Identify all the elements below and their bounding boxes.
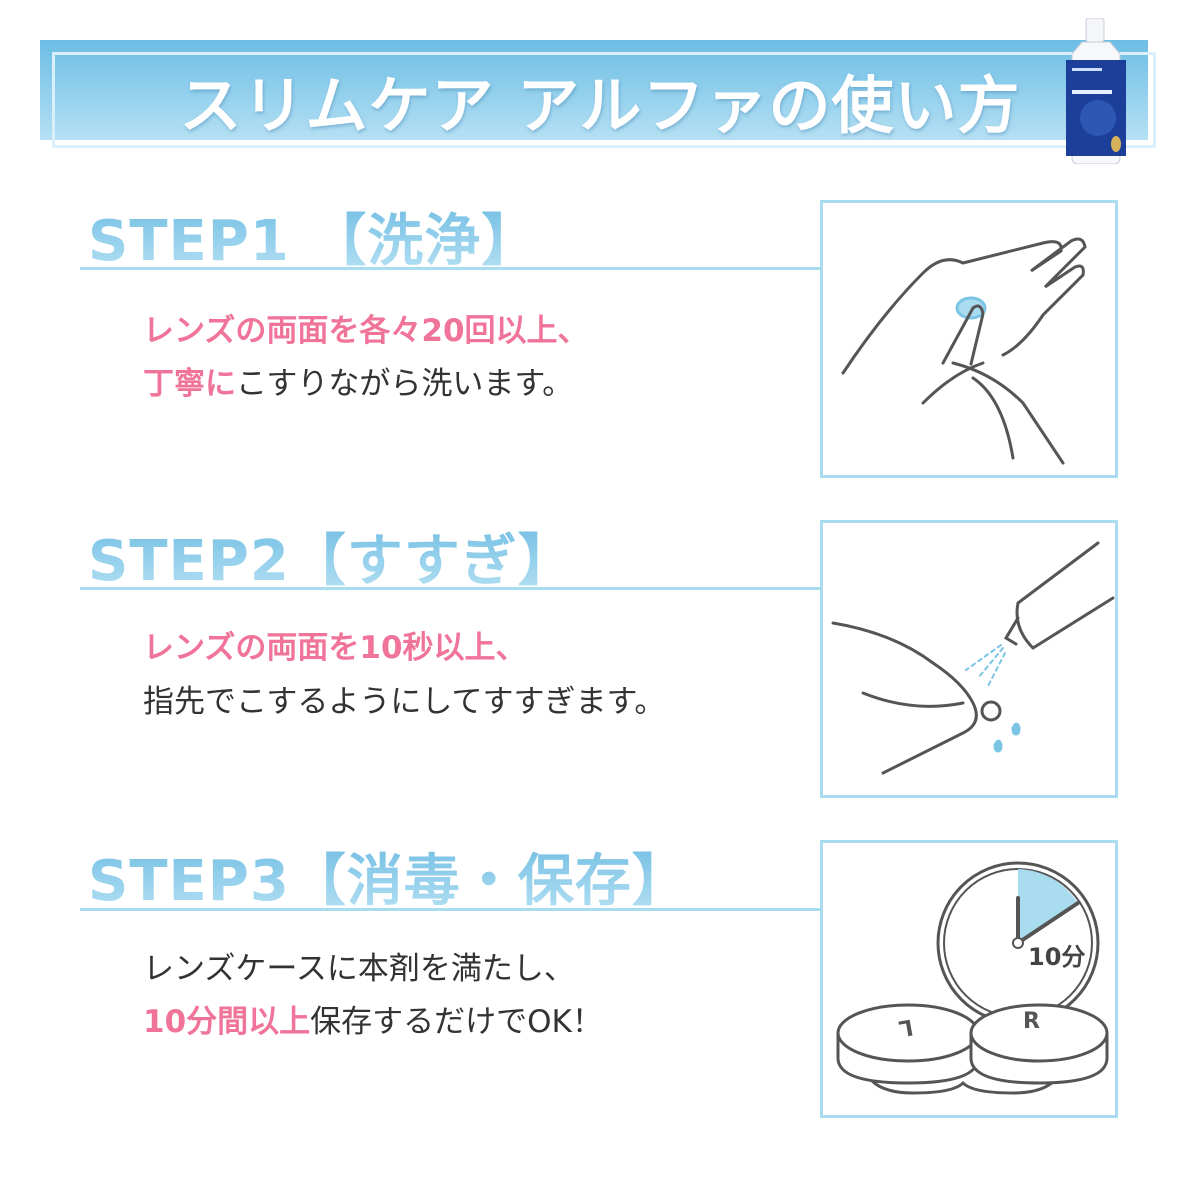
step3-line1-text: レンズケースに本剤を満たし、 — [143, 951, 575, 987]
step2-line1-emphasis: レンズの両面を10秒以上、 — [143, 630, 527, 666]
step1-line2-emphasis: 丁寧に — [143, 366, 236, 402]
step3-illustration: 10分 L R — [820, 840, 1118, 1118]
step2-line2-text: 指先でこするようにしてすすぎます。 — [143, 684, 666, 720]
step1-illustration — [820, 200, 1118, 478]
step2-illustration — [820, 520, 1118, 798]
title-banner-frame — [52, 52, 1156, 148]
timer-icon: 10分 — [936, 861, 1100, 1025]
lens-case-icon: L R — [836, 1003, 1109, 1095]
hands-rubbing-lens-icon — [841, 237, 1087, 465]
case-left-label: L — [897, 1013, 915, 1040]
step3-line2-emphasis: 10分間以上 — [143, 1004, 311, 1040]
product-bottle-image — [1066, 18, 1126, 164]
step1-divider — [80, 267, 822, 270]
page-title: スリムケア アルファの使い方 — [179, 69, 1021, 142]
step2-line1: レンズの両面を10秒以上、 — [143, 622, 527, 667]
step1-line1: レンズの両面を各々20回以上、 — [143, 305, 589, 350]
step2-line2: 指先でこするようにしてすすぎます。 — [143, 676, 665, 721]
step2-divider — [80, 587, 822, 590]
case-right-label: R — [1023, 1009, 1040, 1034]
step3-heading: STEP3【消毒・保存】 — [88, 836, 689, 917]
step3-divider — [80, 908, 822, 911]
step1-line2-text: こすりながら洗います。 — [236, 366, 574, 402]
rinsing-lens-icon — [831, 541, 1115, 775]
step1-line2: 丁寧にこすりながら洗います。 — [143, 358, 573, 403]
step3-line2: 10分間以上保存するだけでOK！ — [143, 996, 603, 1041]
timer-and-lens-case-icon: 10分 L R — [836, 861, 1109, 1095]
step1-line1-emphasis: レンズの両面を各々20回以上、 — [143, 313, 589, 349]
step3-line1: レンズケースに本剤を満たし、 — [143, 943, 575, 988]
title-banner — [40, 40, 1148, 140]
step1-heading: STEP1 【洗浄】 — [88, 196, 538, 277]
step3-line2-text: 保存するだけでOK！ — [310, 1004, 603, 1040]
step2-heading: STEP2【すすぎ】 — [88, 516, 575, 597]
timer-label: 10分 — [1028, 943, 1085, 971]
